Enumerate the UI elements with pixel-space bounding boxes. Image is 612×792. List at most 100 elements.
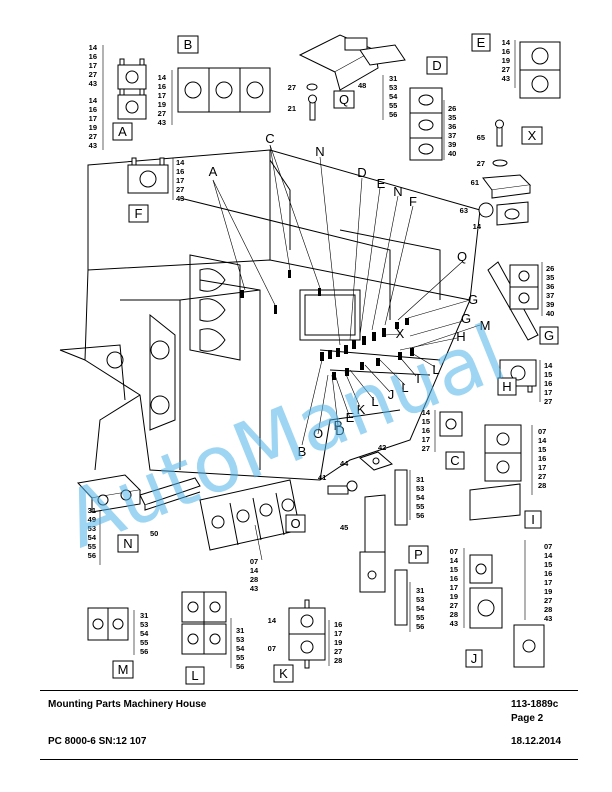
detail-H-drawing (499, 359, 541, 402)
machine-model-serial: PC 8000-6 SN:12 107 (48, 736, 147, 747)
part-list-F: 14 16 17 27 43 (176, 158, 185, 203)
part-number-q21: 21 (288, 104, 296, 113)
detail-box-L (185, 666, 205, 685)
svg-text:17: 17 (538, 463, 546, 472)
svg-text:14: 14 (250, 566, 259, 575)
svg-text:55: 55 (416, 502, 424, 511)
svg-text:39: 39 (448, 140, 456, 149)
svg-text:19: 19 (334, 638, 342, 647)
part-list-K-right: 16 17 19 27 28 (334, 620, 342, 665)
callout-I: I (416, 371, 420, 386)
svg-text:43: 43 (450, 619, 458, 628)
part-number-x61: 61 (471, 178, 479, 187)
part-list-P-top: 31 53 54 55 56 (416, 475, 425, 520)
svg-text:43: 43 (544, 614, 552, 623)
detail-box-G (539, 326, 559, 345)
detail-box-D (426, 56, 448, 75)
svg-text:36: 36 (448, 122, 456, 131)
svg-text:17: 17 (158, 91, 166, 100)
detail-E-drawing (514, 40, 561, 99)
part-list-P-bottom: 31 53 54 55 56 (416, 586, 425, 631)
part-number-k14: 14 (268, 616, 277, 625)
svg-text:35: 35 (546, 273, 554, 282)
document-date: 18.12.2014 (511, 736, 562, 747)
detail-box-M (112, 660, 134, 679)
detail-G-drawing (487, 261, 543, 341)
detail-P-drawing (327, 451, 411, 632)
svg-text:56: 56 (88, 551, 96, 560)
part-list-J-right: 07 14 15 16 17 19 27 28 43 (544, 542, 553, 623)
svg-text:31: 31 (236, 626, 244, 635)
callout-E-top: E (377, 176, 386, 191)
svg-text:26: 26 (448, 104, 456, 113)
svg-text:49: 49 (88, 515, 96, 524)
svg-text:56: 56 (389, 110, 397, 119)
svg-text:54: 54 (416, 493, 425, 502)
svg-text:56: 56 (140, 647, 148, 656)
svg-text:07: 07 (544, 542, 552, 551)
callout-G-second: G (461, 311, 471, 326)
svg-text:14: 14 (158, 73, 167, 82)
svg-text:43: 43 (89, 79, 97, 88)
detail-K-drawing (288, 599, 330, 669)
detail-box-K (273, 664, 294, 683)
svg-text:54: 54 (389, 92, 398, 101)
svg-text:26: 26 (546, 264, 554, 273)
callout-E-bottom: E (346, 410, 355, 425)
svg-text:14: 14 (89, 96, 98, 105)
svg-text:28: 28 (450, 610, 458, 619)
part-list-H: 14 15 16 17 27 (544, 361, 553, 406)
svg-text:14: 14 (89, 43, 98, 52)
detail-label-A: A (118, 124, 127, 139)
detail-label-E: E (477, 35, 486, 50)
svg-text:56: 56 (236, 662, 244, 671)
callout-L-right: L (432, 362, 439, 377)
svg-text:17: 17 (544, 578, 552, 587)
svg-text:31: 31 (416, 586, 424, 595)
detail-X-drawing (478, 119, 532, 226)
detail-box-X (521, 126, 543, 145)
page-number: Page 2 (511, 713, 544, 724)
svg-text:07: 07 (538, 427, 546, 436)
svg-text:53: 53 (140, 620, 148, 629)
svg-text:16: 16 (544, 379, 552, 388)
detail-Q-drawing (298, 34, 406, 121)
part-number-x27: 27 (477, 159, 485, 168)
detail-I-drawing (469, 424, 533, 521)
svg-text:54: 54 (88, 533, 97, 542)
callout-X: X (396, 326, 405, 341)
part-list-L: 31 53 54 55 56 (236, 626, 245, 671)
callout-M: M (480, 318, 491, 333)
svg-text:14: 14 (450, 556, 459, 565)
svg-text:27: 27 (422, 444, 430, 453)
svg-text:53: 53 (88, 524, 96, 533)
svg-text:19: 19 (502, 56, 510, 65)
svg-text:17: 17 (422, 435, 430, 444)
svg-text:55: 55 (88, 542, 96, 551)
svg-text:31: 31 (416, 475, 424, 484)
svg-text:56: 56 (416, 622, 424, 631)
svg-text:15: 15 (422, 417, 430, 426)
svg-text:53: 53 (389, 83, 397, 92)
svg-text:28: 28 (538, 481, 546, 490)
part-number-x63: 63 (460, 206, 468, 215)
svg-text:19: 19 (89, 123, 97, 132)
part-number-n50: 50 (150, 529, 158, 538)
svg-text:16: 16 (158, 82, 166, 91)
detail-box-N (117, 534, 139, 553)
document-title: Mounting Parts Machinery House (48, 699, 207, 710)
callout-K: K (357, 402, 366, 417)
part-number-x65: 65 (477, 133, 485, 142)
part-list-N: 31 49 53 54 55 56 (88, 506, 97, 560)
part-number-k07: 07 (268, 644, 276, 653)
callout-P: P (334, 418, 343, 433)
part-list-Q: 31 53 54 55 56 (389, 74, 398, 119)
svg-text:16: 16 (450, 574, 458, 583)
callout-A: A (209, 164, 218, 179)
detail-box-Q (333, 90, 355, 109)
svg-text:17: 17 (450, 583, 458, 592)
svg-text:17: 17 (176, 176, 184, 185)
part-list-D: 26 35 36 37 39 40 (448, 104, 456, 158)
svg-text:27: 27 (89, 70, 97, 79)
part-number-c45: 45 (340, 523, 348, 532)
